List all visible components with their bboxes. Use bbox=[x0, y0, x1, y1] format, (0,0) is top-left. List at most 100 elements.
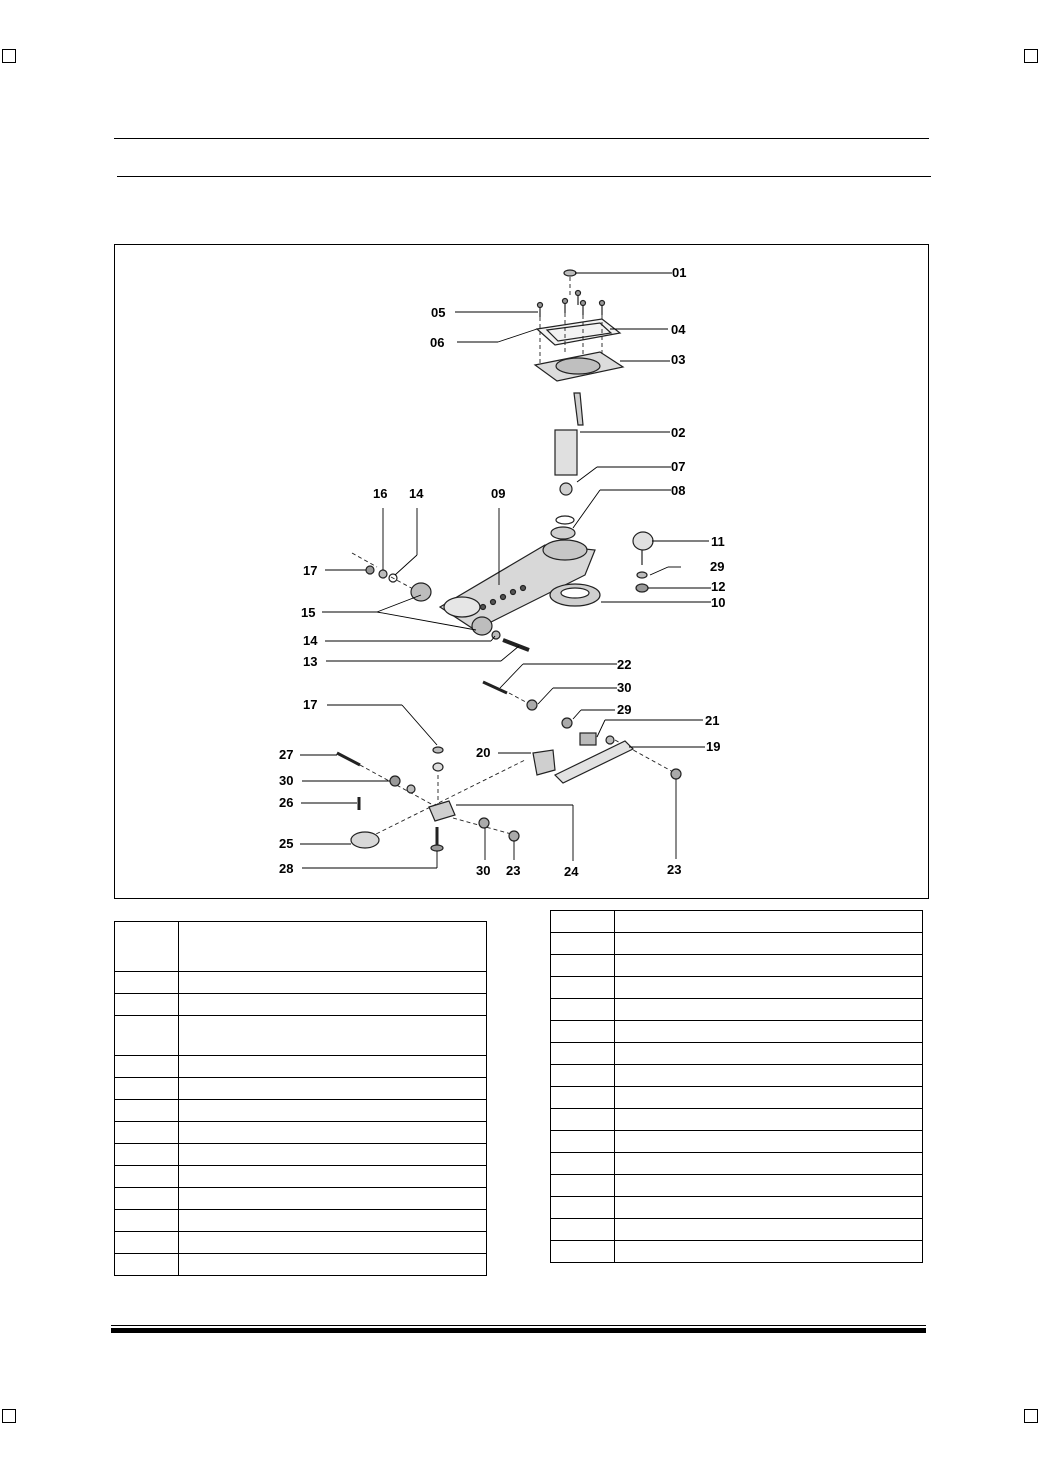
callout-27: 27 bbox=[279, 747, 293, 762]
part-ball-joint bbox=[632, 531, 654, 551]
part-number-cell bbox=[550, 910, 615, 933]
diagram-parts bbox=[336, 269, 682, 852]
part-name-cell bbox=[178, 1015, 487, 1056]
part-number-cell bbox=[550, 1042, 615, 1065]
part-name-cell bbox=[614, 1064, 923, 1087]
part-lever-rod bbox=[573, 392, 584, 426]
part-washer-29b bbox=[561, 717, 573, 729]
part-number-cell bbox=[550, 1064, 615, 1087]
part-boot bbox=[555, 357, 601, 375]
callout-23-right: 23 bbox=[667, 862, 681, 877]
table-row bbox=[550, 1152, 923, 1175]
part-number-cell bbox=[550, 1086, 615, 1109]
callout-labels: 01 05 04 06 03 02 07 08 16 14 09 11 17 2… bbox=[279, 265, 725, 879]
table-row bbox=[114, 921, 487, 972]
callout-26: 26 bbox=[279, 795, 293, 810]
part-number-cell bbox=[114, 1187, 179, 1210]
part-shift-arm-holes bbox=[479, 584, 527, 611]
part-name-cell bbox=[614, 910, 923, 933]
alignment-lines bbox=[351, 277, 676, 838]
callout-21: 21 bbox=[705, 713, 719, 728]
table-row bbox=[550, 1240, 923, 1263]
part-name-cell bbox=[614, 1240, 923, 1263]
table-row bbox=[550, 998, 923, 1021]
parts-table-right bbox=[550, 910, 923, 1263]
table-row bbox=[550, 1064, 923, 1087]
callout-29-mid: 29 bbox=[617, 702, 631, 717]
callout-07: 07 bbox=[671, 459, 685, 474]
callout-29-top: 29 bbox=[710, 559, 724, 574]
table-row bbox=[114, 1121, 487, 1144]
part-bolt-22 bbox=[482, 680, 508, 695]
part-bolt-17b bbox=[432, 746, 444, 754]
part-number-cell bbox=[550, 1218, 615, 1241]
part-bushing-15a bbox=[410, 582, 432, 602]
crop-mark-bottom-left bbox=[2, 1409, 16, 1423]
callout-13: 13 bbox=[303, 654, 317, 669]
callout-24: 24 bbox=[564, 864, 579, 879]
part-bolt-28-head bbox=[430, 844, 444, 852]
part-ring bbox=[555, 515, 575, 525]
callout-23-bottom: 23 bbox=[506, 863, 520, 878]
part-name-cell bbox=[178, 1121, 487, 1144]
part-name-cell bbox=[178, 921, 487, 972]
table-row bbox=[550, 1130, 923, 1153]
table-row bbox=[550, 954, 923, 977]
part-name-cell bbox=[614, 1086, 923, 1109]
part-nut-12 bbox=[635, 583, 649, 593]
callout-02: 02 bbox=[671, 425, 685, 440]
part-name-cell bbox=[614, 1130, 923, 1153]
leader-lines bbox=[300, 272, 711, 869]
crop-mark-top-left bbox=[2, 49, 16, 63]
part-name-cell bbox=[614, 976, 923, 999]
part-bolt-17 bbox=[365, 565, 375, 575]
part-number-cell bbox=[114, 1077, 179, 1100]
part-number-cell bbox=[550, 932, 615, 955]
part-name-cell bbox=[614, 1196, 923, 1219]
part-arm-eye bbox=[443, 596, 481, 618]
parts-table-left bbox=[114, 921, 487, 1276]
part-shift-socket bbox=[542, 539, 588, 561]
table-row bbox=[550, 1218, 923, 1241]
part-block-24 bbox=[428, 800, 456, 822]
table-row bbox=[114, 1099, 487, 1122]
part-number-cell bbox=[114, 1099, 179, 1122]
part-bush-30a bbox=[526, 699, 538, 711]
part-name-cell bbox=[614, 1218, 923, 1241]
table-row bbox=[550, 1086, 923, 1109]
part-name-cell bbox=[178, 1099, 487, 1122]
table-row bbox=[114, 1165, 487, 1188]
callout-14-top: 14 bbox=[409, 486, 424, 501]
part-joint-25 bbox=[350, 831, 380, 849]
part-number-cell bbox=[550, 1108, 615, 1131]
footer-rule-thin bbox=[111, 1325, 926, 1326]
table-row bbox=[550, 976, 923, 999]
table-row bbox=[114, 1253, 487, 1276]
callout-03: 03 bbox=[671, 352, 685, 367]
part-number-cell bbox=[550, 998, 615, 1021]
part-cap bbox=[563, 269, 577, 277]
part-number-cell bbox=[114, 971, 179, 994]
part-rod-end bbox=[605, 735, 615, 745]
part-number-cell bbox=[114, 1253, 179, 1276]
part-name-cell bbox=[178, 1187, 487, 1210]
part-number-cell bbox=[550, 1020, 615, 1043]
table-row bbox=[550, 1042, 923, 1065]
part-bracket-21 bbox=[579, 732, 597, 746]
part-name-cell bbox=[178, 1253, 487, 1276]
table-row bbox=[114, 1187, 487, 1210]
part-screws bbox=[536, 289, 606, 317]
part-number-cell bbox=[114, 1055, 179, 1078]
callout-25: 25 bbox=[279, 836, 293, 851]
callout-20: 20 bbox=[476, 745, 490, 760]
part-number-cell bbox=[550, 976, 615, 999]
part-number-cell bbox=[114, 1165, 179, 1188]
callout-10: 10 bbox=[711, 595, 725, 610]
part-bracket-20 bbox=[532, 749, 556, 776]
part-gasket-frame bbox=[535, 318, 622, 346]
callout-04: 04 bbox=[671, 322, 686, 337]
table-row bbox=[550, 1020, 923, 1043]
callout-17-top: 17 bbox=[303, 563, 317, 578]
part-nut-23a bbox=[670, 768, 682, 780]
crop-mark-top-right bbox=[1024, 49, 1038, 63]
